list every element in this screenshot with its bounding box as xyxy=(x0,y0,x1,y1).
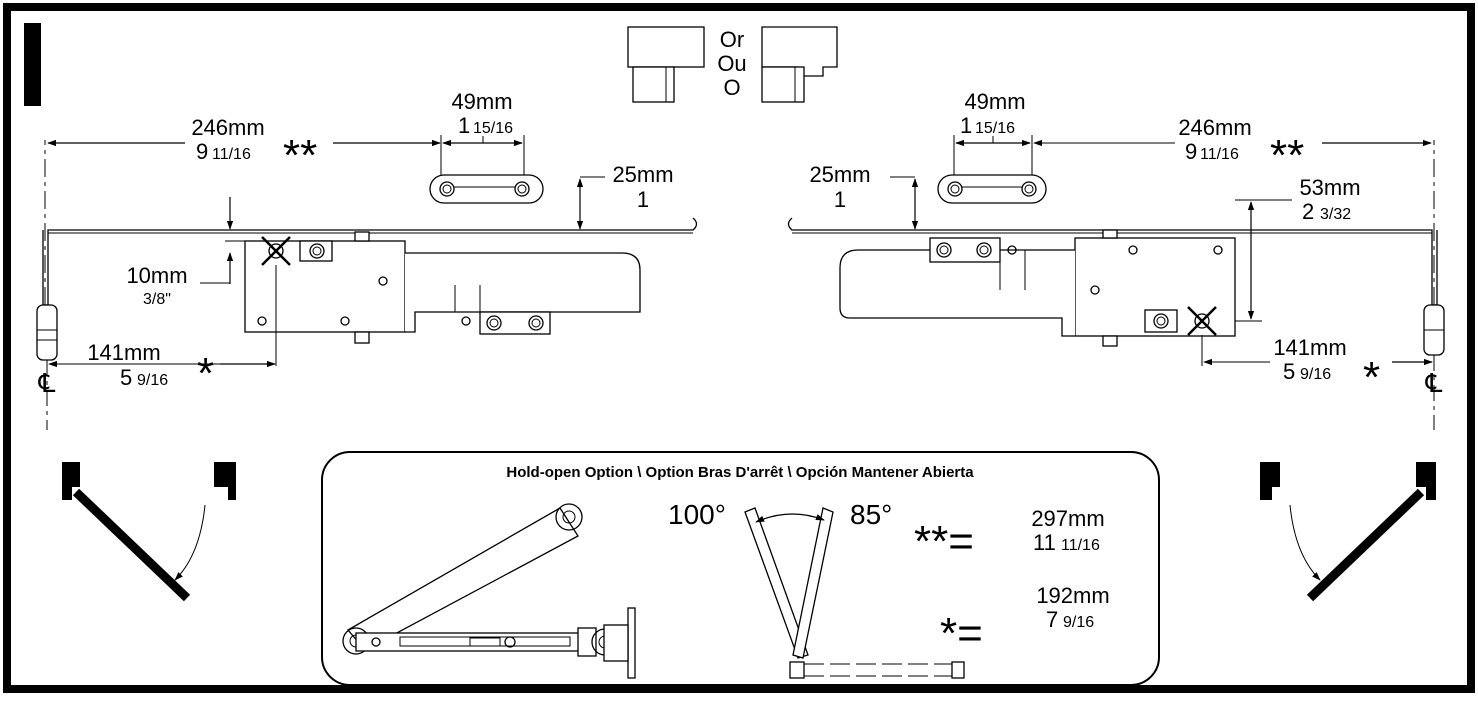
right-body-mark: * xyxy=(1363,353,1380,402)
alt-single-mark: *= xyxy=(940,609,983,658)
left-slot-in-frac: 15/16 xyxy=(473,120,513,137)
profile-options: Or Ou O xyxy=(627,26,838,103)
right-slot-in-frac: 15/16 xyxy=(975,120,1015,137)
profile-or-fr: Ou xyxy=(717,51,746,76)
left-centerline-symbol: ℄ xyxy=(38,368,56,398)
left-offset-in: 1 xyxy=(637,187,649,212)
left-mounting-slot xyxy=(429,174,544,204)
alt-single-in-whole: 7 xyxy=(1046,607,1058,632)
alt-single-in-frac: 9/16 xyxy=(1063,614,1094,631)
left-drop-mm: 10mm xyxy=(126,263,187,288)
left-overall-in-whole: 9 xyxy=(196,139,208,164)
left-offset-mm: 25mm xyxy=(612,162,673,187)
right-overall-in-whole: 9 xyxy=(1185,139,1197,164)
right-body-mm: 141mm xyxy=(1273,335,1346,360)
left-body-in-whole: 5 xyxy=(120,365,132,390)
right-overall-mark: ** xyxy=(1270,131,1304,180)
right-offset-mm: 25mm xyxy=(809,162,870,187)
left-slot-in-whole: 1 xyxy=(458,113,470,138)
hold-open-arm xyxy=(342,503,636,679)
right-height-in-whole: 2 xyxy=(1302,199,1314,224)
right-overall-mm: 246mm xyxy=(1178,115,1251,140)
right-height-mm: 53mm xyxy=(1299,175,1360,200)
right-door-swing-icon xyxy=(1260,462,1436,602)
left-drop-in: 3/8" xyxy=(143,291,171,308)
left-body-mark: * xyxy=(197,349,214,398)
alt-double-mm: 297mm xyxy=(1031,506,1104,531)
right-height-in-frac: 3/32 xyxy=(1320,206,1351,223)
left-door-swing-icon xyxy=(62,462,236,602)
right-assembly: 49mm 1 15/16 246mm 9 11/16 ** 25mm 1 ℄ xyxy=(787,89,1445,430)
alt-double-mark: **= xyxy=(914,517,974,566)
page-frame xyxy=(3,3,1475,693)
hold-open-angle-b: 85° xyxy=(850,499,892,530)
hold-open-title: Hold-open Option \ Option Bras D'arrêt \… xyxy=(506,464,974,481)
left-overall-in-frac: 11/16 xyxy=(212,146,251,163)
profile-or-es: O xyxy=(723,75,740,100)
profile-or-en: Or xyxy=(720,27,744,52)
left-overall-mark: ** xyxy=(283,131,317,180)
hold-open-angle-diagram: 100° 85° xyxy=(668,499,965,679)
right-body-in-frac: 9/16 xyxy=(1300,366,1331,383)
right-body-in-whole: 5 xyxy=(1283,359,1295,384)
left-assembly: 49mm 1 15/16 246mm 9 11/16 ** 25mm 1 ℄ xyxy=(36,89,698,430)
left-slot-mm: 49mm xyxy=(451,89,512,114)
hold-open-panel: Hold-open Option \ Option Bras D'arrêt \… xyxy=(321,451,1160,686)
right-overall-in-frac: 11/16 xyxy=(1200,146,1239,163)
right-slot-in-whole: 1 xyxy=(960,113,972,138)
right-slot-mm: 49mm xyxy=(964,89,1025,114)
left-body-in-frac: 9/16 xyxy=(137,372,168,389)
right-centerline-symbol: ℄ xyxy=(1425,368,1443,398)
left-overall-mm: 246mm xyxy=(191,115,264,140)
left-body-mm: 141mm xyxy=(87,340,160,365)
alt-double-in-frac: 11/16 xyxy=(1061,537,1100,554)
alt-single-mm: 192mm xyxy=(1036,583,1109,608)
right-mounting-slot xyxy=(937,174,1047,204)
right-offset-in: 1 xyxy=(834,187,846,212)
hold-open-angle-a: 100° xyxy=(668,499,726,530)
alt-double-in-whole: 11 xyxy=(1033,530,1056,555)
step-marker-bar xyxy=(24,23,41,106)
